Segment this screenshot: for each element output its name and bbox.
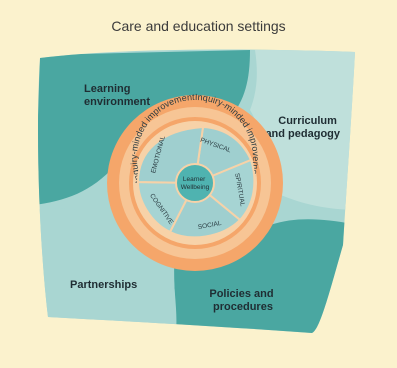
piece-social bbox=[168, 181, 242, 239]
piece-spiritual bbox=[193, 158, 256, 222]
center-label: Learner Wellbeing bbox=[181, 176, 210, 191]
piece-label-social: SOCIAL bbox=[197, 220, 222, 231]
region-label-learning-environment: Learning environment bbox=[84, 83, 150, 108]
region-partnerships-shape bbox=[37, 208, 176, 334]
region-label-policies-procedures: Policies and procedures bbox=[209, 288, 276, 313]
diagram-title: Care and education settings bbox=[111, 18, 286, 34]
learner-wellbeing-center bbox=[175, 163, 215, 203]
region-label-curriculum-pedagogy: Curriculum and pedagogy bbox=[265, 115, 340, 140]
region-label-partnerships: Partnerships bbox=[70, 279, 137, 291]
